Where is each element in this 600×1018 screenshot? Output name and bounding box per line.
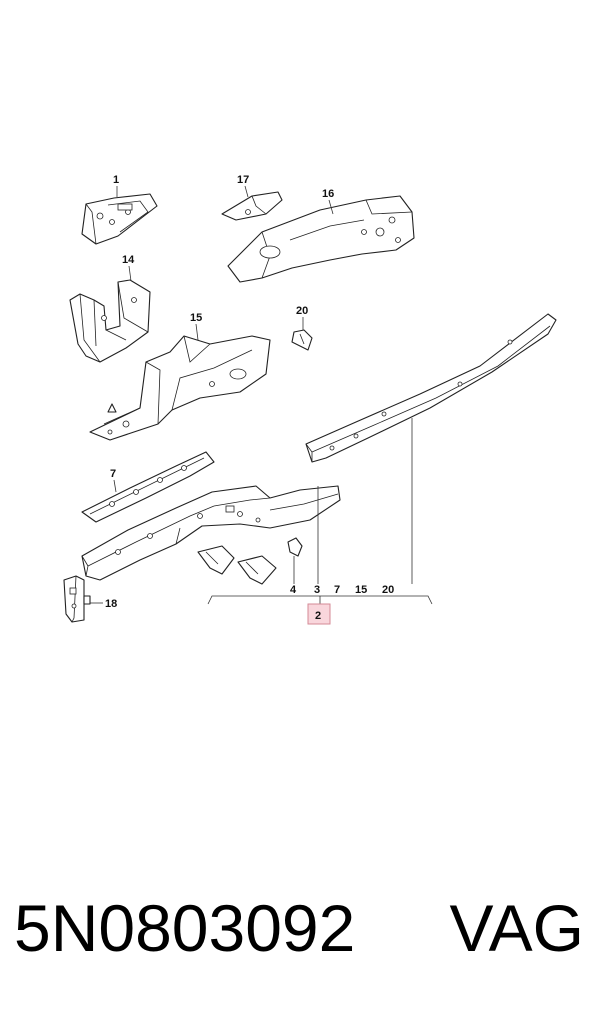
callout-2: 2 bbox=[315, 610, 321, 622]
parts-diagram: 1 17 16 14 bbox=[63, 174, 557, 625]
part-20-clip bbox=[291, 329, 313, 351]
part-14-reinforcement bbox=[69, 279, 151, 363]
callout-14: 14 bbox=[122, 254, 135, 266]
callout-15-top: 15 bbox=[190, 312, 202, 324]
callout-2-highlight bbox=[307, 603, 331, 625]
callout-1: 1 bbox=[113, 174, 119, 186]
callout-7-bottom: 7 bbox=[334, 584, 340, 596]
callout-15-bottom: 15 bbox=[355, 584, 367, 596]
part-17-bracket bbox=[221, 191, 283, 221]
part-7-side-member-strip bbox=[81, 451, 215, 523]
brand-label: VAG bbox=[449, 891, 584, 965]
part-number: 5N0803092 bbox=[14, 891, 356, 965]
part-3-brackets bbox=[197, 545, 277, 585]
part-15-longitudinal-member-front bbox=[89, 335, 271, 441]
part-2-longitudinal-member bbox=[81, 485, 341, 581]
callout-20-top: 20 bbox=[296, 305, 308, 317]
callout-17: 17 bbox=[237, 174, 249, 186]
footer: 5N0803092 VAG bbox=[0, 890, 600, 990]
part-20-sill-panel bbox=[305, 313, 557, 463]
callout-7-top: 7 bbox=[110, 468, 116, 480]
part-1-bracket bbox=[81, 193, 158, 245]
callout-4: 4 bbox=[290, 584, 297, 596]
callout-20-bottom: 20 bbox=[382, 584, 394, 596]
part-18-plate bbox=[63, 575, 91, 623]
callout-16: 16 bbox=[322, 188, 334, 200]
part-4-clip bbox=[287, 537, 303, 557]
callout-18: 18 bbox=[105, 598, 117, 610]
callout-3: 3 bbox=[314, 584, 320, 596]
part-16-longitudinal-member-rear bbox=[227, 195, 415, 283]
